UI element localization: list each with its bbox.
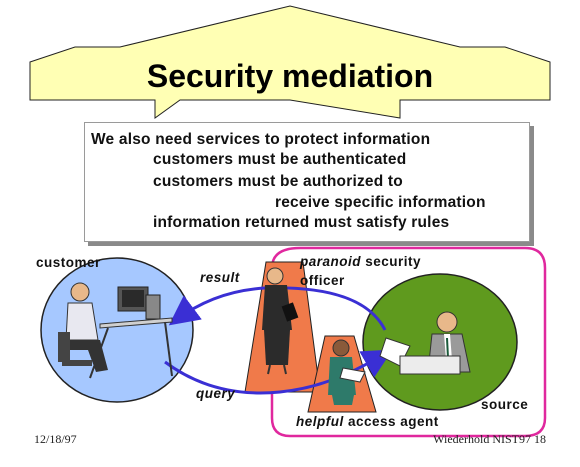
agent-label-italic: helpful bbox=[296, 414, 344, 429]
body-point: information returned must satisfy rules bbox=[153, 214, 450, 231]
agent-label: helpful access agent bbox=[296, 414, 439, 429]
page-title: Security mediation bbox=[146, 58, 434, 94]
customer-circle bbox=[40, 257, 194, 403]
query-label: query bbox=[196, 386, 236, 401]
customer-figure bbox=[58, 282, 173, 379]
body-point: customers must be authenticated bbox=[153, 151, 407, 168]
customer-label: customer bbox=[36, 255, 101, 270]
footer-date: 12/18/97 bbox=[34, 432, 77, 446]
body-point: receive specific information bbox=[275, 194, 486, 211]
officer-label-line2: officer bbox=[300, 273, 345, 288]
agent-figure bbox=[328, 339, 366, 405]
body-point: customers must be authorized to bbox=[153, 173, 403, 190]
officer-figure bbox=[262, 267, 299, 375]
officer-label-italic: paranoid bbox=[300, 254, 362, 269]
mediator-boundary bbox=[270, 246, 547, 438]
source-figure bbox=[379, 311, 471, 375]
officer-label-rest: security bbox=[361, 254, 422, 269]
body-lead: We also need services to protect informa… bbox=[91, 131, 431, 148]
text-box: We also need services to protect informa… bbox=[84, 122, 530, 242]
footer-credit: Wiederhold NIST97 18 bbox=[433, 432, 546, 446]
banner-shape bbox=[29, 5, 551, 119]
officer-label: paranoid security bbox=[300, 254, 421, 269]
result-label: result bbox=[200, 270, 240, 285]
source-label: source bbox=[481, 397, 529, 412]
agent-label-rest: access agent bbox=[343, 414, 439, 429]
